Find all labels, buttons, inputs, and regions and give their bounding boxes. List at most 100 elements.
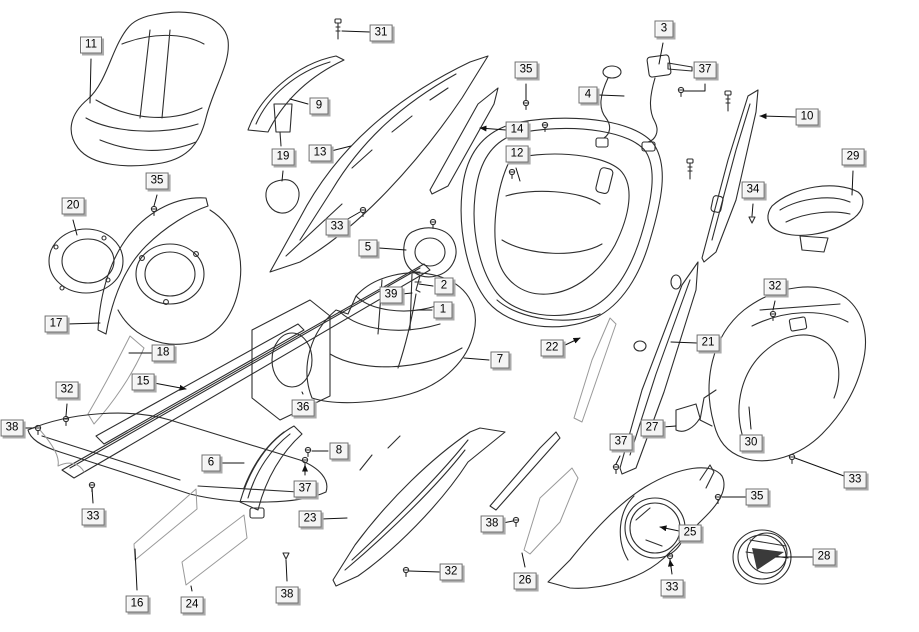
leader-line-32 [772, 300, 776, 311]
callout-35[interactable]: 35 [514, 61, 538, 79]
leader-line-33 [91, 487, 94, 504]
side-cover-25-drawing [547, 464, 725, 589]
leader-line-30 [748, 406, 752, 430]
leader-line-11 [89, 58, 92, 104]
callout-20[interactable]: 20 [61, 197, 85, 215]
callout-24[interactable]: 24 [180, 596, 204, 614]
clip-icon [748, 216, 756, 224]
callout-6[interactable]: 6 [201, 454, 221, 472]
screw-icon [522, 99, 530, 111]
fuel-filler-ring-drawing [48, 228, 124, 294]
callout-39[interactable]: 39 [379, 286, 403, 304]
callout-29[interactable]: 29 [841, 148, 865, 166]
callout-36[interactable]: 36 [291, 399, 315, 417]
leader-line-33 [794, 457, 845, 477]
callout-31[interactable]: 31 [369, 24, 393, 42]
fuel-neck-plate-drawing [403, 227, 457, 293]
callout-4[interactable]: 4 [578, 86, 598, 104]
screw-icon [677, 86, 685, 98]
leader-line-38 [285, 559, 288, 582]
callout-37[interactable]: 37 [609, 433, 633, 451]
leader-line-7 [463, 357, 490, 361]
mud-flap-drawing [767, 185, 864, 253]
callout-7[interactable]: 7 [490, 351, 510, 369]
callout-33[interactable]: 33 [660, 579, 684, 597]
screw-icon [612, 463, 620, 475]
leader-line-27 [662, 425, 677, 428]
leader-line-33 [667, 559, 674, 575]
callout-8[interactable]: 8 [329, 442, 349, 460]
side-panel-23-drawing [332, 427, 506, 587]
callout-23[interactable]: 23 [298, 510, 322, 528]
rear-fender-drawing [699, 286, 866, 462]
callout-12[interactable]: 12 [505, 145, 529, 163]
seat-drawing [70, 11, 229, 167]
leader-line-23 [320, 517, 348, 520]
callout-32[interactable]: 32 [763, 278, 787, 296]
callout-37[interactable]: 37 [693, 61, 717, 79]
leader-line-25 [659, 525, 680, 532]
callout-15[interactable]: 15 [131, 373, 155, 391]
callout-18[interactable]: 18 [151, 344, 175, 362]
callout-37[interactable]: 37 [293, 480, 317, 498]
screw-icon [34, 424, 42, 436]
callout-22[interactable]: 22 [540, 339, 564, 357]
leader-line-3 [658, 42, 664, 65]
callout-38[interactable]: 38 [480, 515, 504, 533]
callout-9[interactable]: 9 [309, 97, 329, 115]
leader-line-19 [281, 170, 284, 182]
callout-16[interactable]: 16 [125, 595, 149, 613]
screw-icon [788, 453, 796, 465]
leader-line-31 [341, 30, 371, 33]
callout-32[interactable]: 32 [55, 381, 79, 399]
callout-33[interactable]: 33 [81, 508, 105, 526]
callout-38[interactable]: 38 [0, 419, 24, 437]
decal-sheet-16-drawing [133, 488, 198, 561]
pillar-garnish-drawing [239, 425, 303, 519]
callout-1[interactable]: 1 [433, 301, 453, 319]
pillar-trim-drawing [701, 89, 759, 263]
callout-34[interactable]: 34 [741, 181, 765, 199]
floor-sill-assembly-drawing [27, 263, 431, 503]
leader-line-2 [418, 283, 434, 287]
callout-10[interactable]: 10 [795, 108, 819, 126]
callout-30[interactable]: 30 [739, 434, 763, 452]
callout-19[interactable]: 19 [271, 148, 295, 166]
callout-33[interactable]: 33 [843, 471, 867, 489]
rear-side-panel-21-drawing [619, 261, 699, 475]
callout-28[interactable]: 28 [812, 548, 836, 566]
screw-icon [508, 168, 516, 180]
callout-26[interactable]: 26 [513, 572, 537, 590]
callout-11[interactable]: 11 [80, 36, 102, 54]
callout-2[interactable]: 2 [434, 277, 454, 295]
callout-33[interactable]: 33 [325, 218, 349, 236]
trim-blade-drawing [429, 87, 499, 195]
leader-line-17 [66, 322, 101, 325]
rear-cover-drawing [269, 55, 489, 273]
screw-icon [359, 206, 367, 218]
leader-line-37 [683, 83, 706, 92]
callout-14[interactable]: 14 [505, 121, 529, 139]
callout-25[interactable]: 25 [678, 524, 702, 542]
screw-icon [429, 218, 437, 230]
decal-sheet-26-drawing [523, 467, 579, 555]
decal-sheet-24-drawing [181, 514, 248, 586]
leader-line-37 [615, 455, 621, 465]
screw-icon [769, 310, 777, 322]
screw-icon [402, 566, 410, 578]
callout-13[interactable]: 13 [308, 144, 332, 162]
callout-35[interactable]: 35 [745, 488, 769, 506]
callout-35[interactable]: 35 [145, 172, 169, 190]
callout-32[interactable]: 32 [439, 563, 463, 581]
callout-21[interactable]: 21 [696, 334, 720, 352]
callout-38[interactable]: 38 [275, 586, 299, 604]
leader-line-4 [598, 94, 625, 97]
callout-5[interactable]: 5 [358, 239, 378, 257]
leader-line-32 [65, 403, 68, 417]
leader-line-16 [134, 548, 138, 591]
leader-line-38 [502, 520, 514, 524]
callout-27[interactable]: 27 [640, 419, 664, 437]
callout-17[interactable]: 17 [44, 315, 68, 333]
callout-3[interactable]: 3 [654, 20, 674, 38]
